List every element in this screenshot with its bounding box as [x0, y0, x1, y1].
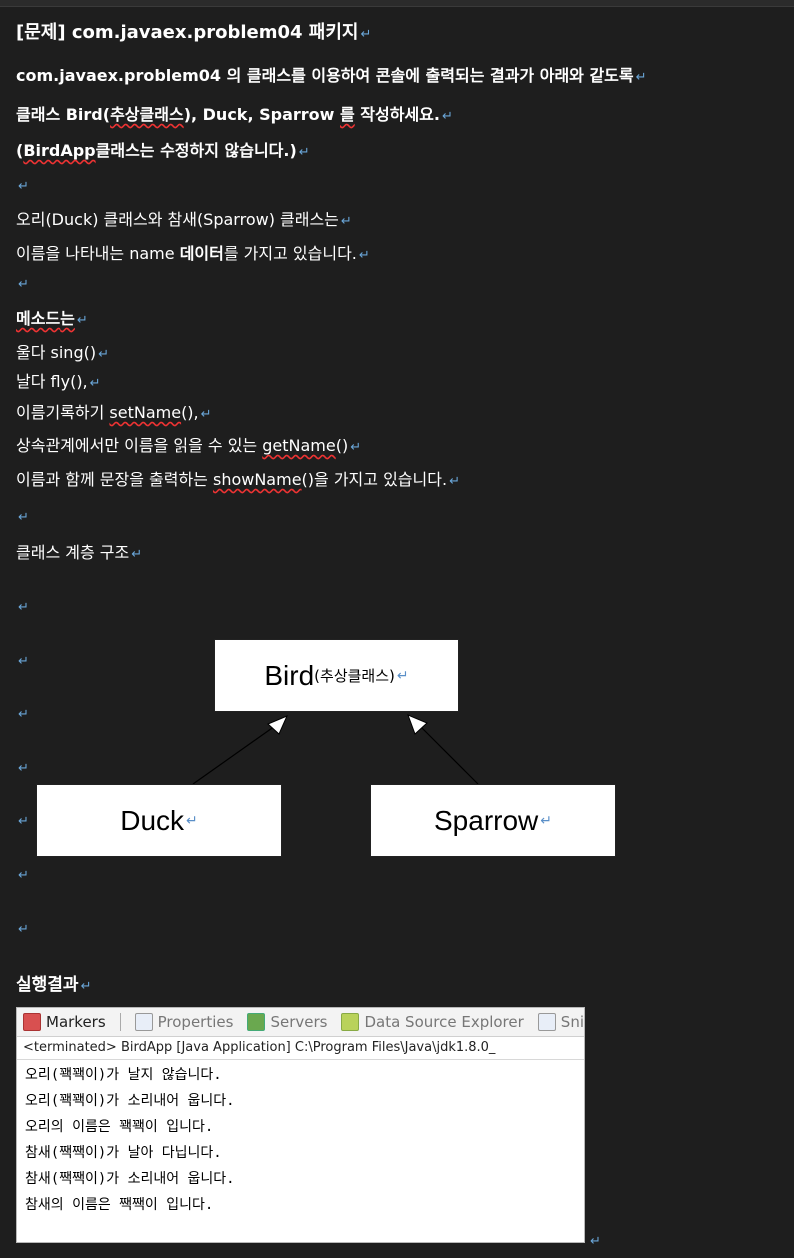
empty-paragraph: ↵ — [18, 761, 29, 776]
duck-inheritance-line — [192, 725, 276, 785]
return-mark: ↵ — [340, 214, 352, 229]
method-fly: 날다 fly(),↵ — [16, 372, 101, 391]
return-mark: ↵ — [441, 109, 453, 124]
return-mark: ↵ — [298, 145, 310, 160]
empty-paragraph: ↵ — [590, 1234, 601, 1249]
console-line: 오리(꽥꽥이)가 소리내어 웁니다. — [25, 1093, 235, 1109]
sparrow-class-box: Sparrow↵ — [370, 784, 616, 857]
return-mark: ↵ — [89, 376, 101, 391]
empty-paragraph: ↵ — [18, 600, 29, 615]
empty-paragraph: ↵ — [18, 814, 29, 829]
tab-markers[interactable]: Markers — [23, 1013, 106, 1031]
return-mark: ↵ — [131, 547, 143, 562]
return-mark: ↵ — [358, 248, 370, 263]
console-tab-bar: Markers Properties Servers Data Source E… — [17, 1008, 584, 1037]
empty-paragraph: ↵ — [18, 707, 29, 722]
console-line: 오리(꽥꽥이)가 날지 않습니다. — [25, 1067, 222, 1083]
method-sing: 울다 sing()↵ — [16, 343, 109, 362]
duck-class-box: Duck↵ — [36, 784, 282, 857]
database-icon — [341, 1013, 360, 1031]
return-mark: ↵ — [80, 979, 92, 994]
bird-class-box: Bird(추상클래스)↵ — [214, 639, 459, 712]
result-title: 실행결과↵ — [16, 975, 92, 995]
console-panel: Markers Properties Servers Data Source E… — [16, 1007, 585, 1243]
empty-paragraph: ↵ — [18, 277, 29, 292]
sparrow-inheritance-line — [419, 725, 479, 785]
method-setname: 이름기록하기 setName(),↵ — [16, 403, 212, 422]
console-line: 참새(짹짹이)가 소리내어 웁니다. — [25, 1171, 235, 1187]
tab-servers[interactable]: Servers — [247, 1013, 327, 1031]
console-line: 참새(짹짹이)가 날아 다닙니다. — [25, 1145, 222, 1161]
empty-paragraph: ↵ — [18, 179, 29, 194]
sparrow-arrowhead — [407, 714, 428, 735]
description-line-2: 이름을 나타내는 name 데이터를 가지고 있습니다.↵ — [16, 244, 370, 263]
empty-paragraph: ↵ — [18, 868, 29, 883]
method-showname: 이름과 함께 문장을 출력하는 showName()을 가지고 있습니다.↵ — [16, 470, 460, 489]
methods-label: 메소드는↵ — [16, 309, 88, 328]
empty-paragraph: ↵ — [18, 654, 29, 669]
servers-icon — [247, 1013, 266, 1031]
empty-paragraph: ↵ — [18, 510, 29, 525]
return-mark: ↵ — [98, 347, 109, 362]
return-mark: ↵ — [200, 407, 212, 422]
return-mark: ↵ — [635, 70, 647, 85]
return-mark: ↵ — [350, 440, 362, 455]
tab-data-source-explorer[interactable]: Data Source Explorer — [341, 1013, 524, 1031]
return-mark: ↵ — [449, 474, 460, 489]
problem-line-1: com.javaex.problem04 의 클래스를 이용하여 콘솔에 출력되… — [16, 66, 647, 85]
top-border — [0, 0, 794, 7]
method-getname: 상속관계에서만 이름을 읽을 수 있는 getName()↵ — [16, 436, 362, 455]
empty-paragraph: ↵ — [18, 922, 29, 937]
return-mark: ↵ — [76, 313, 88, 328]
return-mark: ↵ — [360, 27, 372, 42]
console-status: <terminated> BirdApp [Java Application] … — [17, 1037, 584, 1060]
properties-icon — [134, 1013, 153, 1031]
hierarchy-title: 클래스 계층 구조↵ — [16, 543, 143, 562]
problem-line-2: 클래스 Bird(추상클래스), Duck, Sparrow 를 작성하세요.↵ — [16, 105, 453, 124]
console-output: 오리(꽥꽥이)가 날지 않습니다. 오리(꽥꽥이)가 소리내어 웁니다. 오리의… — [17, 1060, 584, 1218]
duck-arrowhead — [267, 715, 288, 735]
console-line: 참새의 이름은 짹짹이 입니다. — [25, 1197, 214, 1213]
description-line-1: 오리(Duck) 클래스와 참새(Sparrow) 클래스는↵ — [16, 210, 352, 229]
markers-icon — [23, 1013, 41, 1031]
problem-line-3: (BirdApp클래스는 수정하지 않습니다.)↵ — [16, 141, 310, 160]
snippets-icon — [537, 1013, 556, 1031]
console-line: 오리의 이름은 꽥꽥이 입니다. — [25, 1119, 214, 1135]
problem-title: [문제] com.javaex.problem04 패키지↵ — [16, 22, 372, 43]
tab-separator — [119, 1013, 121, 1031]
tab-snippets[interactable]: Sni — [537, 1013, 584, 1031]
tab-properties[interactable]: Properties — [134, 1013, 233, 1031]
